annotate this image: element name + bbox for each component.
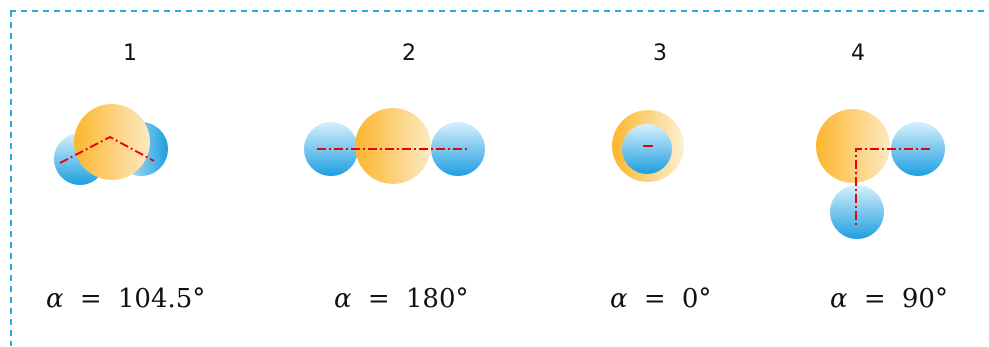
equals-sign: = [644, 284, 666, 314]
molecule-2 [304, 108, 485, 184]
panel-4-number: 4 [851, 41, 865, 66]
angle-value: 180° [406, 284, 469, 314]
panel-1-angle-formula: α = 104.5° [46, 284, 205, 314]
bond-angle-line [855, 148, 930, 226]
panel-1-number: 1 [123, 41, 137, 66]
panel-2-number: 2 [402, 41, 416, 66]
alpha-symbol: α [46, 284, 64, 314]
equals-sign: = [368, 284, 390, 314]
alpha-symbol: α [334, 284, 352, 314]
oxygen-atom [355, 108, 431, 184]
molecule-1 [54, 104, 168, 185]
panel-2-angle-formula: α = 180° [334, 284, 469, 314]
angle-value: 0° [682, 284, 712, 314]
hydrogen-atom [622, 124, 672, 174]
bond-angle-line [59, 135, 155, 164]
alpha-symbol: α [830, 284, 848, 314]
alpha-symbol: α [610, 284, 628, 314]
angle-value: 90° [902, 284, 948, 314]
dashed-frame [10, 10, 986, 346]
panel-3-number: 3 [653, 41, 667, 66]
oxygen-atom [74, 104, 150, 180]
equals-sign: = [80, 284, 102, 314]
panel-4-angle-formula: α = 90° [830, 284, 948, 314]
panel-3-angle-formula: α = 0° [610, 284, 711, 314]
angle-value: 104.5° [118, 284, 205, 314]
oxygen-atom [816, 109, 890, 183]
molecule-4 [816, 109, 945, 239]
equals-sign: = [864, 284, 886, 314]
molecule-3 [612, 110, 684, 182]
